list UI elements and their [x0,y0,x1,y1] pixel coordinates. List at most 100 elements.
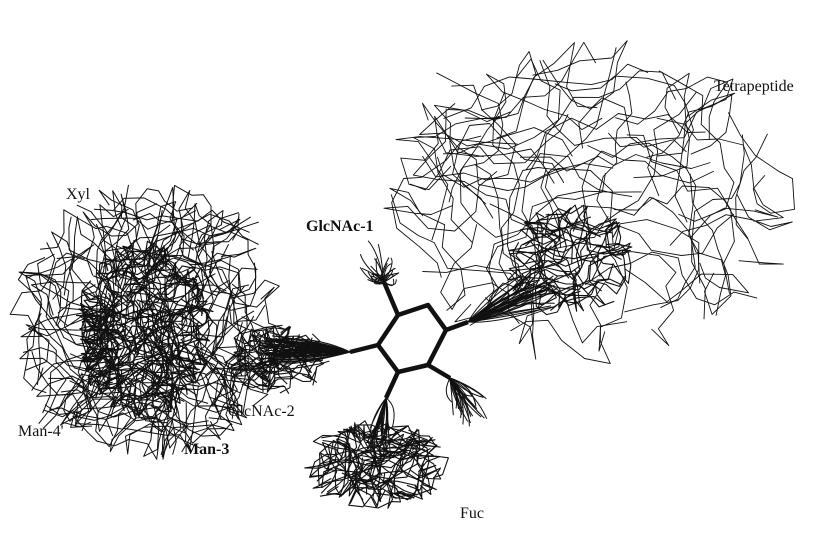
conformer-trace [191,269,210,361]
conformer-trace [102,324,179,344]
conformer-trace [579,232,633,255]
conformer-trace [142,328,199,367]
conformer-trace [596,224,626,287]
conformer-trace [387,467,442,498]
conformer-trace [304,438,351,469]
conformer-trace [551,249,627,295]
conformer-trace [377,243,385,283]
conformer-trace [112,190,155,310]
conformer-trace [660,207,779,309]
conformer-trace [155,271,200,327]
conformer-trace [581,185,749,239]
conformer-trace [383,263,393,283]
conformer-trace [492,92,523,287]
conformer-trace [80,302,99,373]
conformer-trace [615,76,728,140]
conformer-trace [691,134,745,320]
conformer-trace [508,243,550,284]
conformer-trace [375,450,417,509]
conformer-trace [539,60,660,197]
conformer-trace [134,347,198,371]
conformer-trace [464,51,537,120]
conformer-trace [520,221,569,245]
conformer-trace [26,272,126,349]
conformer-trace [277,338,351,353]
conformer-trace [127,242,162,293]
conformer-trace [144,268,204,317]
conformer-trace [542,59,687,153]
conformer-trace [449,377,461,396]
conformer-trace [467,271,540,323]
conformer-trace [268,345,351,353]
xyl-man-core [76,240,214,417]
conformer-trace [727,112,795,214]
conformer-trace [48,377,177,455]
conformer-trace [80,333,155,363]
conformer-trace [122,245,199,284]
conformer-trace [410,113,569,191]
conformer-trace [357,442,418,496]
conformer-trace [669,194,793,246]
conformer-trace [270,347,351,353]
conformer-trace [233,349,271,384]
conformer-trace [387,456,437,500]
conformer-trace [202,310,255,377]
conformer-trace [389,187,466,311]
conformer-trace [128,247,257,266]
conformer-trace [168,274,208,334]
conformer-trace [81,318,130,351]
conformer-trace [385,397,395,428]
conformer-trace [349,439,377,504]
conformer-trace [400,115,484,191]
conformer-trace [251,333,268,376]
conformer-trace [60,389,178,424]
conformer-trace [139,262,179,304]
conformer-trace [436,156,613,224]
conformer-trace [188,282,211,342]
conformer-trace [353,436,433,488]
conformer-trace [452,123,565,205]
conformer-trace [87,348,122,378]
conformer-trace [68,216,194,276]
ring-bond-left [349,342,379,355]
conformer-trace [467,275,521,323]
conformer-trace [177,303,201,386]
conformer-trace [93,247,164,281]
conformer-trace [519,154,711,172]
conformer-trace [588,242,631,292]
conformer-trace [36,375,99,427]
conformer-trace [581,150,715,248]
conformer-trace [151,303,165,387]
conformer-trace [607,132,701,284]
conformer-trace [224,346,257,366]
conformer-trace [45,252,101,387]
conformer-trace [80,352,118,389]
conformer-trace [38,369,173,425]
conformer-trace [374,277,385,285]
label-man-4: Man-4' [18,423,64,440]
conformer-trace [612,219,700,313]
conformer-trace [366,397,387,451]
conformer-trace [63,216,122,296]
glcnac-1-ring [349,281,469,399]
conformer-trace [167,265,204,315]
conformer-trace [383,257,393,283]
conformer-trace [320,441,359,494]
conformer-trace [459,115,555,238]
conformer-trace [151,383,200,413]
conformer-trace [234,358,269,382]
conformer-trace [335,439,396,477]
conformer-trace [99,193,130,282]
conformer-trace [447,41,597,120]
conformer-trace [449,377,477,405]
conformer-trace [584,251,758,306]
conformer-trace [84,299,121,343]
label-glcnac-2: GlcNAc-2 [228,403,295,420]
conformer-trace [544,91,697,252]
conformer-trace [537,284,615,309]
conformer-trace [412,116,501,243]
conformer-trace [262,368,318,390]
conformer-trace [467,282,525,323]
conformer-trace [356,428,418,468]
conformer-trace [735,133,784,265]
